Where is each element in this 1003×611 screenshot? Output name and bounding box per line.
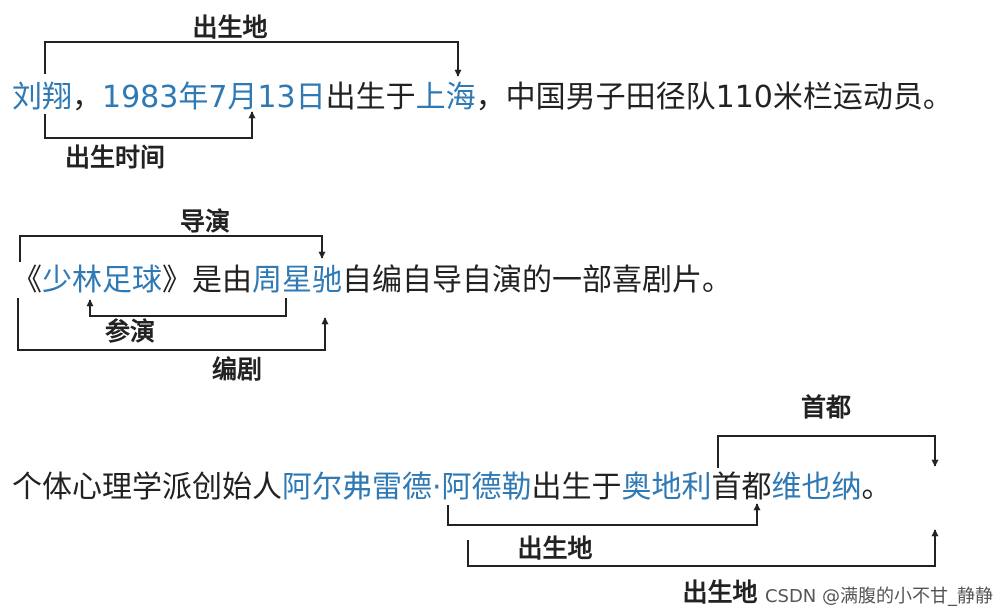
relation-label-birthtime: 出生时间 bbox=[65, 143, 165, 172]
entity-place: 上海 bbox=[416, 80, 476, 115]
relation-arrow-actor bbox=[86, 298, 287, 317]
text-segment: 出生于 bbox=[326, 80, 416, 115]
text-segment: 《 bbox=[12, 263, 42, 298]
entity-date: 1983年7月13日 bbox=[102, 80, 326, 115]
sentence-2: 《少林足球》是由周星驰自编自导自演的一部喜剧片。 导演 参演 编剧 bbox=[12, 207, 732, 384]
text-segment: 首都 bbox=[712, 470, 772, 505]
relation-label-capital: 首都 bbox=[801, 393, 851, 422]
entity-country: 奥地利 bbox=[622, 470, 712, 505]
relation-label-writer: 编剧 bbox=[212, 355, 262, 384]
sentence-1: 刘翔，1983年7月13日出生于上海，中国男子田径队110米栏运动员。 出生地 … bbox=[12, 13, 953, 172]
relation-label-director: 导演 bbox=[180, 207, 230, 236]
relation-arrow-birthplace-country bbox=[447, 503, 761, 526]
entity-city: 维也纳 bbox=[772, 470, 862, 505]
text-segment: ， bbox=[72, 80, 102, 115]
relation-arrow-birthtime bbox=[44, 111, 256, 139]
text-segment: 自编自导自演的一部喜剧片。 bbox=[342, 263, 732, 298]
entity-person: 阿尔弗雷德·阿德勒 bbox=[282, 470, 532, 505]
text-segment: ，中国男子田径队110米栏运动员。 bbox=[476, 80, 953, 115]
sentence-3-text: 个体心理学派创始人阿尔弗雷德·阿德勒出生于奥地利首都维也纳。 bbox=[12, 470, 892, 505]
relation-label-birthplace: 出生地 bbox=[192, 13, 267, 42]
relation-arrow-birthplace bbox=[44, 41, 462, 77]
relation-label-actor: 参演 bbox=[105, 317, 155, 346]
text-segment: 出生于 bbox=[532, 470, 622, 505]
relation-label-birthplace-city: 出生地 bbox=[682, 578, 757, 607]
sentence-1-text: 刘翔，1983年7月13日出生于上海，中国男子田径队110米栏运动员。 bbox=[12, 80, 953, 115]
watermark-text: CSDN @满腹的小不甘_静静 bbox=[765, 586, 993, 607]
text-segment: 个体心理学派创始人 bbox=[12, 470, 282, 505]
text-segment: 》是由 bbox=[162, 263, 252, 298]
relation-arrow-capital bbox=[717, 435, 939, 468]
sentence-3: 个体心理学派创始人阿尔弗雷德·阿德勒出生于奥地利首都维也纳。 首都 出生地 出生… bbox=[12, 393, 939, 607]
entity-person: 刘翔 bbox=[12, 80, 72, 115]
entity-film: 少林足球 bbox=[42, 263, 162, 298]
relation-label-birthplace-country: 出生地 bbox=[517, 534, 592, 563]
relation-arrow-writer bbox=[17, 298, 329, 351]
relation-arrow-birthplace-city bbox=[467, 529, 939, 567]
entity-person: 周星驰 bbox=[252, 263, 342, 298]
sentence-2-text: 《少林足球》是由周星驰自编自导自演的一部喜剧片。 bbox=[12, 263, 732, 298]
relation-arrow-director bbox=[19, 235, 326, 262]
text-segment: 。 bbox=[862, 470, 892, 505]
